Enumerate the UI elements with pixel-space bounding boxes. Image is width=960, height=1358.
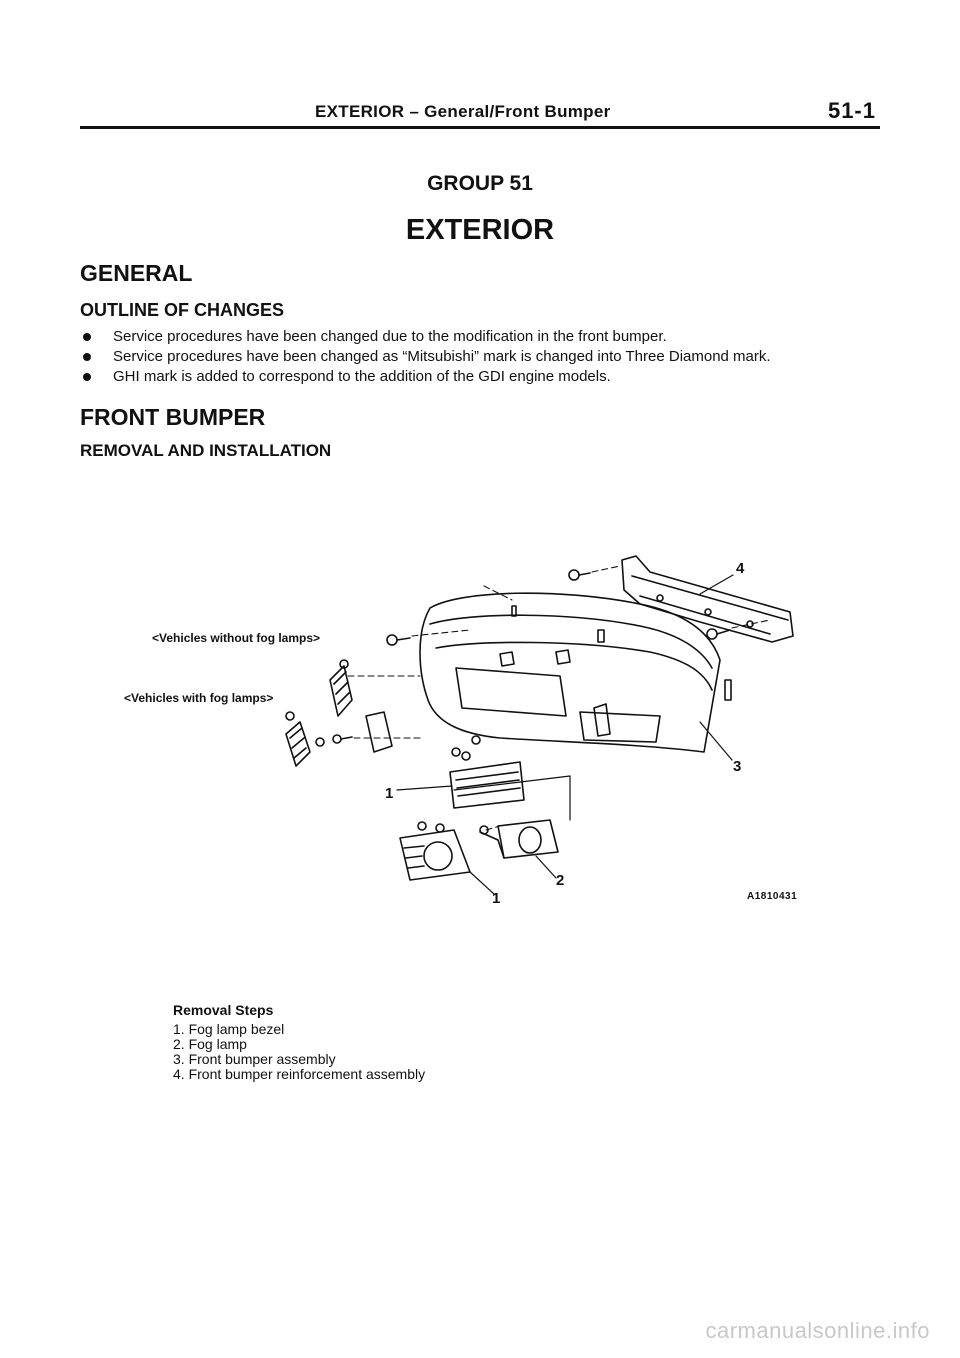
list-item: 1. Fog lamp bezel: [173, 1021, 285, 1037]
fastener-drawings: [285, 569, 732, 835]
header-title: EXTERIOR – General/Front Bumper: [315, 102, 611, 121]
callout-1-lower: 1: [492, 890, 501, 907]
watermark-text: carmanualsonline.info: [705, 1318, 930, 1343]
bullet-item: Service procedures have been changed as …: [80, 347, 771, 367]
bumper-reinforcement-drawing: [621, 555, 794, 643]
bullet-item: Service procedures have been changed due…: [80, 327, 771, 347]
list-item: 2. Fog lamp: [173, 1036, 247, 1052]
fog-lamp-bezel-drawing: [449, 761, 525, 809]
callout-1-upper: 1: [385, 785, 394, 802]
group-name: EXTERIOR: [405, 214, 555, 246]
page-number: 51-1: [827, 98, 876, 123]
bullet-dot-icon: [83, 353, 91, 361]
bullet-dot-icon: [83, 373, 91, 381]
section-heading-general: GENERAL: [80, 260, 193, 286]
variant-label-with-fog: <Vehicles with fog lamps>: [124, 691, 274, 705]
callout-3: 3: [733, 758, 742, 775]
list-item: 3. Front bumper assembly: [173, 1051, 336, 1067]
section-heading-front-bumper: FRONT BUMPER: [80, 404, 266, 430]
outline-bullet-list: Service procedures have been changed due…: [80, 327, 771, 387]
group-label: GROUP 51: [427, 172, 533, 195]
removal-steps-list: 1. Fog lamp bezel 2. Fog lamp 3. Front b…: [173, 1022, 425, 1082]
bumper-cover-drawing: [419, 592, 721, 753]
list-item: 4. Front bumper reinforcement assembly: [173, 1066, 426, 1082]
removal-steps-title: Removal Steps: [173, 1002, 274, 1018]
callout-4: 4: [736, 560, 745, 577]
callout-2: 2: [556, 872, 565, 889]
header-rule: [80, 126, 880, 129]
fog-lamp-drawing: [479, 819, 559, 859]
bullet-item: GHI mark is added to correspond to the a…: [80, 367, 771, 387]
figure-id: A1810431: [747, 891, 798, 902]
subheading-removal: REMOVAL AND INSTALLATION: [80, 441, 332, 460]
side-grille-drawing: [285, 665, 393, 767]
fog-lamp-bezel-lower-drawing: [399, 829, 471, 881]
variant-label-without-fog: <Vehicles without fog lamps>: [152, 631, 321, 645]
subheading-outline: OUTLINE OF CHANGES: [80, 300, 285, 320]
bullet-dot-icon: [83, 333, 91, 341]
assembly-guide-lines: [347, 565, 771, 831]
page-header: EXTERIOR – General/Front Bumper 51-1: [80, 96, 880, 130]
callout-leader-lines: [396, 574, 734, 895]
removal-steps: Removal Steps 1. Fog lamp bezel 2. Fog l…: [173, 1002, 425, 1082]
